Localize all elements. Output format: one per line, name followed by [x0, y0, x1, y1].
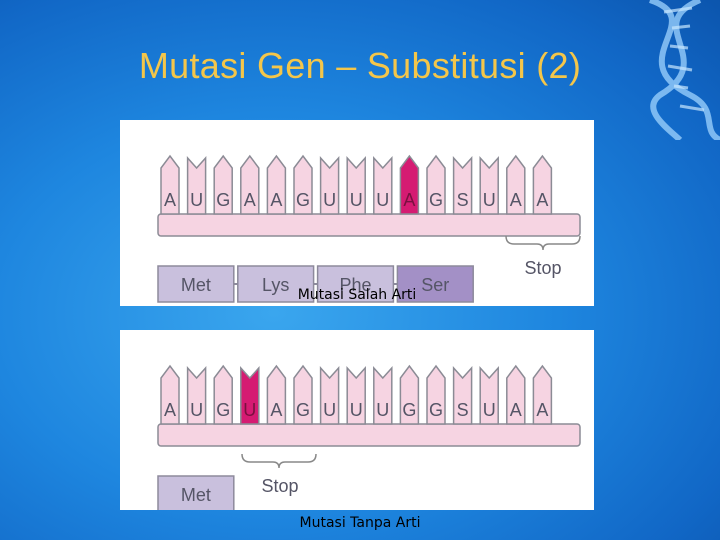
base-label-11: S	[457, 190, 469, 210]
base-label-2: G	[216, 400, 230, 420]
base-label-11: S	[457, 400, 469, 420]
stop-label: Stop	[261, 476, 298, 496]
base-label-0: A	[164, 400, 176, 420]
base-label-12: U	[483, 400, 496, 420]
codon-label-met: Met	[181, 485, 211, 505]
base-label-1: U	[190, 190, 203, 210]
base-label-1: U	[190, 400, 203, 420]
base-label-10: G	[429, 400, 443, 420]
mrna-backbone	[158, 214, 580, 236]
base-label-13: A	[510, 190, 522, 210]
base-label-14: A	[536, 400, 548, 420]
base-label-6: U	[323, 400, 336, 420]
base-label-7: U	[350, 400, 363, 420]
base-label-14: A	[536, 190, 548, 210]
base-label-2: G	[216, 190, 230, 210]
base-label-8: U	[376, 190, 389, 210]
stop-bracket	[242, 454, 316, 468]
base-label-13: A	[510, 400, 522, 420]
base-label-12: U	[483, 190, 496, 210]
base-label-8: U	[376, 400, 389, 420]
base-label-5: G	[296, 190, 310, 210]
base-label-5: G	[296, 400, 310, 420]
base-label-9: G	[402, 400, 416, 420]
missense-caption: Mutasi Salah Arti	[120, 287, 594, 303]
base-label-4: A	[270, 190, 282, 210]
nonsense-caption: Mutasi Tanpa Arti	[200, 515, 520, 531]
base-label-3: U	[243, 400, 256, 420]
base-label-0: A	[164, 190, 176, 210]
stop-bracket	[506, 236, 580, 250]
mrna-backbone	[158, 424, 580, 446]
base-label-9: A	[403, 190, 415, 210]
stop-label: Stop	[524, 258, 561, 278]
base-label-4: A	[270, 400, 282, 420]
base-label-3: A	[244, 190, 256, 210]
base-label-7: U	[350, 190, 363, 210]
base-label-10: G	[429, 190, 443, 210]
base-label-6: U	[323, 190, 336, 210]
slide-title: Mutasi Gen – Substitusi (2)	[0, 44, 720, 88]
